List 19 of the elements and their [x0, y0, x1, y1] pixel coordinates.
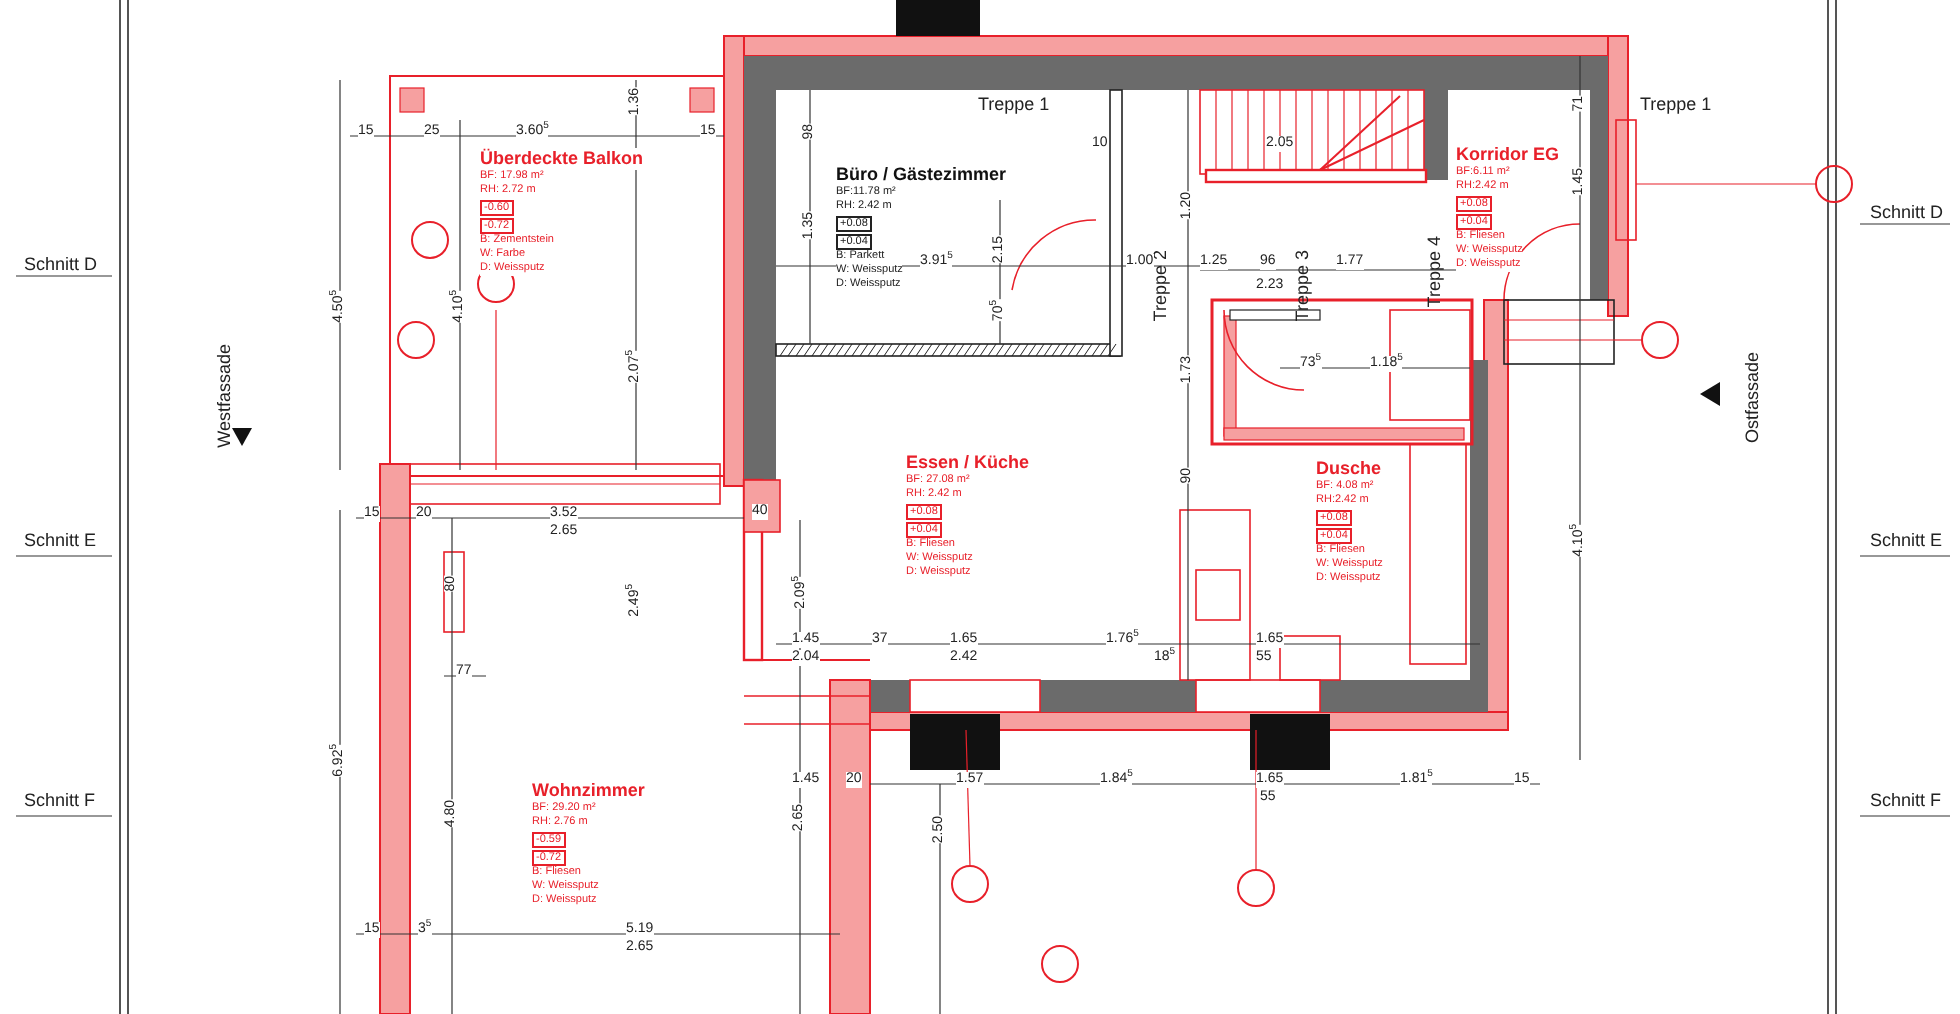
section-label: Schnitt F [1870, 792, 1942, 808]
section-label: Schnitt D [1870, 204, 1944, 220]
facade-label: Westfassade [216, 344, 232, 448]
room-name: Büro / Gästezimmer [836, 164, 1007, 186]
section-label: Schnitt D [24, 256, 98, 272]
room-name: Essen / Küche [906, 452, 1030, 474]
room-name: Korridor EG [1456, 144, 1560, 166]
facade-label: Ostfassade [1744, 352, 1760, 444]
section-label: Schnitt E [24, 532, 97, 548]
stair-label: Treppe 1 [978, 96, 1050, 112]
stair-label: Treppe 4 [1426, 236, 1442, 308]
room-name: Überdeckte Balkon [480, 148, 644, 170]
section-label: Schnitt F [24, 792, 96, 808]
stair-label: Treppe 3 [1294, 250, 1310, 322]
room-name: Dusche [1316, 458, 1382, 480]
section-label: Schnitt E [1870, 532, 1943, 548]
stair-label: Treppe 2 [1152, 250, 1168, 322]
stair-label: Treppe 1 [1640, 96, 1712, 112]
room-name: Wohnzimmer [532, 780, 645, 802]
